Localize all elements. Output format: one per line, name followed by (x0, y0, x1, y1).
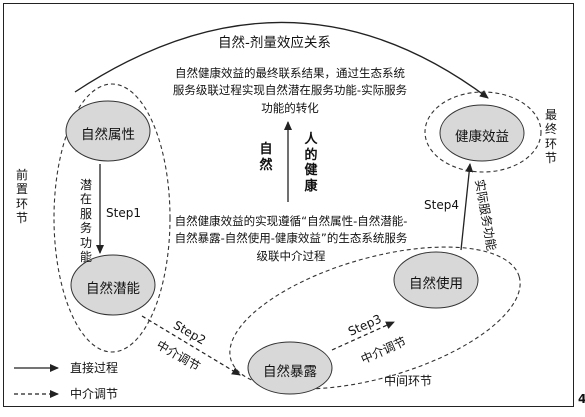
nature-attribute-label: 自然属性 (81, 127, 135, 143)
nature-use-label: 自然使用 (409, 276, 463, 292)
page-marker: 4 (578, 392, 585, 406)
nature-vertical-label: 自然 (259, 142, 273, 173)
middle-stage-ellipse (229, 246, 521, 390)
top-paragraph: 自然健康效益的最终联系结果，通过生态系统服务级联过程实现自然潜在服务功能-实际服… (172, 66, 408, 115)
middle-stage-label: 中间环节 (384, 374, 433, 388)
front-stage-ellipse (53, 83, 171, 353)
step2-arrow (141, 315, 241, 376)
legend-mediated-label: 中介调节 (70, 387, 119, 401)
final-stage-label: 最终环节 (544, 108, 557, 166)
legend-direct-label: 直接过程 (70, 361, 119, 375)
dose-response-arc (74, 21, 489, 99)
node-nature-potential (70, 254, 156, 316)
node-health-benefit (439, 104, 525, 162)
human-health-vertical-label: 人的健康 (304, 132, 318, 194)
nature-exposure-label: 自然暴露 (263, 364, 317, 380)
step1-label: Step1 (106, 206, 141, 220)
step1-desc: 潜在服务功能 (79, 178, 92, 264)
nature-potential-label: 自然潜能 (86, 281, 140, 297)
final-stage-ellipse (424, 91, 542, 173)
step4-label: Step4 (424, 198, 459, 212)
health-benefit-label: 健康效益 (455, 129, 509, 145)
node-nature-use (393, 251, 479, 309)
node-nature-exposure (247, 341, 333, 395)
front-stage-label: 前置环节 (15, 168, 28, 226)
node-nature-attribute (65, 100, 151, 162)
figure-frame (3, 3, 574, 407)
step4-arrow (460, 163, 474, 251)
step3-arrow (331, 321, 395, 351)
middle-paragraph: 自然健康效益的实现遵循“自然属性-自然潜能-自然暴露-自然使用-健康效益”的生态… (174, 214, 408, 263)
relationship-title: 自然-剂量效应关系 (218, 35, 331, 51)
